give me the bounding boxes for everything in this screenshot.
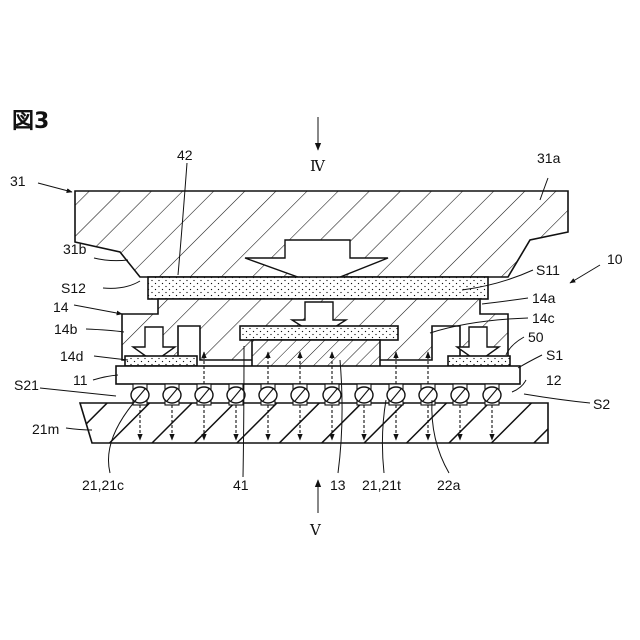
label-22a: 22a xyxy=(437,477,461,493)
solder-balls xyxy=(131,384,501,405)
label-14b: 14b xyxy=(54,321,78,337)
solder-ball xyxy=(131,384,149,405)
solder-ball xyxy=(259,384,277,405)
solder-ball xyxy=(291,384,309,405)
label-31a: 31a xyxy=(537,150,561,166)
label-S11: S11 xyxy=(536,262,560,278)
board-21m xyxy=(80,403,548,443)
label-50: 50 xyxy=(528,329,544,345)
solder-ball xyxy=(195,384,213,405)
dotted-sheet-42 xyxy=(148,277,488,299)
chip-13 xyxy=(252,340,380,368)
substrate-11 xyxy=(116,366,520,384)
label-14d: 14d xyxy=(60,348,83,364)
label-21m: 21m xyxy=(32,421,59,437)
label-41: 41 xyxy=(233,477,249,493)
solder-ball xyxy=(387,384,405,405)
solder-ball xyxy=(483,384,501,405)
solder-ball xyxy=(451,384,469,405)
label-14: 14 xyxy=(53,299,69,315)
solder-ball xyxy=(163,384,181,405)
figure-title: 図3 xyxy=(12,109,49,134)
solder-ball xyxy=(419,384,437,405)
label-14a: 14a xyxy=(532,290,556,306)
label-31: 31 xyxy=(10,173,26,189)
solder-ball xyxy=(355,384,373,405)
label-31b: 31b xyxy=(63,241,87,257)
view-label-bottom: Ⅴ xyxy=(309,523,322,539)
adhesive-50-right xyxy=(448,356,510,366)
label-13: 13 xyxy=(330,477,346,493)
solder-ball xyxy=(323,384,341,405)
label-11: 11 xyxy=(73,372,88,388)
label-12: 12 xyxy=(546,372,562,388)
label-21-21c: 21,21c xyxy=(82,477,124,493)
label-S2: S2 xyxy=(593,396,610,412)
solder-ball xyxy=(227,384,245,405)
label-S1: S1 xyxy=(546,347,563,363)
label-42: 42 xyxy=(177,147,193,163)
adhesive-50-left xyxy=(125,356,197,366)
thermal-material-41 xyxy=(240,326,398,340)
label-21-21t: 21,21t xyxy=(362,477,401,493)
view-label-top: Ⅳ xyxy=(310,159,326,175)
label-10: 10 xyxy=(607,251,623,267)
label-S12: S12 xyxy=(61,280,86,296)
label-S21: S21 xyxy=(14,377,39,393)
label-14c: 14c xyxy=(532,310,555,326)
